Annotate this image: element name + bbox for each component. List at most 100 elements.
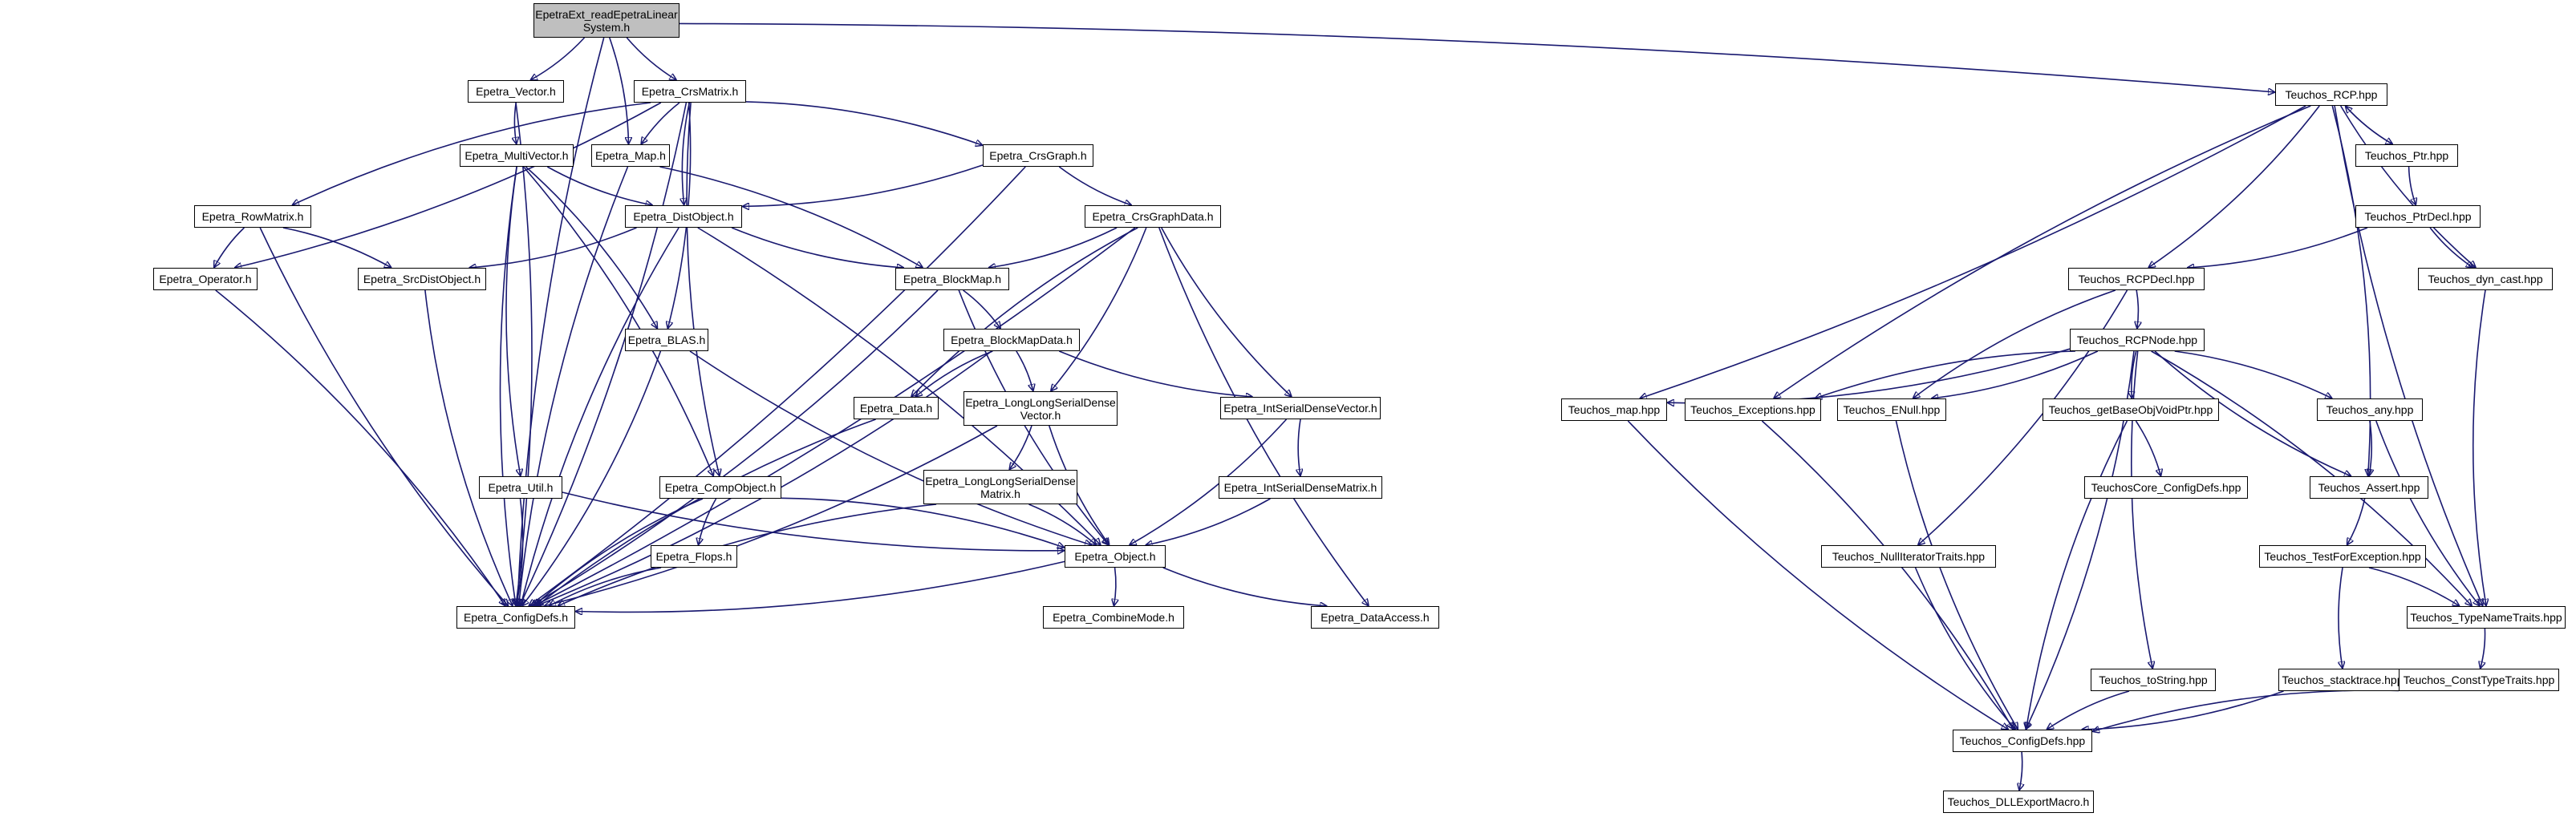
edge-map-to-blockmap — [659, 166, 923, 268]
node-epetra-isd-matrix[interactable]: Epetra_IntSerialDenseMatrix.h — [1219, 476, 1382, 499]
edge-map-to-configdefs — [519, 166, 629, 606]
node-teuchos-enull[interactable]: Teuchos_ENull.hpp — [1837, 398, 1946, 421]
node-teuchos-exceptions[interactable]: Teuchos_Exceptions.hpp — [1685, 398, 1821, 421]
node-epetra-crsmatrix[interactable]: Epetra_CrsMatrix.h — [634, 80, 746, 103]
node-epetra-object[interactable]: Epetra_Object.h — [1065, 545, 1166, 568]
node-epetra-multivector[interactable]: Epetra_MultiVector.h — [460, 144, 574, 167]
node-epetra-configdefs[interactable]: Epetra_ConfigDefs.h — [456, 606, 575, 629]
edge-object-to-dataaccess — [1162, 567, 1328, 606]
node-teuchos-tostring[interactable]: Teuchos_toString.hpp — [2091, 669, 2216, 691]
node-teuchos-ptr[interactable]: Teuchos_Ptr.hpp — [2355, 144, 2458, 167]
node-teuchos-rcpdecl[interactable]: Teuchos_RCPDecl.hpp — [2068, 268, 2205, 290]
edge-blockmap-to-configdefs — [530, 289, 939, 606]
edge-getbase-to-coreconfig — [2135, 420, 2160, 476]
node-teuchos-typenametraits[interactable]: Teuchos_TypeNameTraits.hpp — [2407, 606, 2566, 629]
node-epetra-combinemode[interactable]: Epetra_CombineMode.h — [1043, 606, 1184, 629]
edge-crsmatrix-to-crsgraph — [745, 101, 983, 145]
edge-llsdvector-to-configdefs — [544, 425, 998, 606]
edge-object-to-combinemode — [1114, 567, 1116, 606]
edge-root-to-vector — [530, 37, 586, 80]
edge-object-to-configdefs — [575, 560, 1065, 612]
edge-crsmatrix-to-rowmatrix — [292, 102, 651, 205]
edge-rcpnode-to-tmap — [1667, 348, 2071, 402]
edge-ptr-to-ptrdecl — [2408, 166, 2416, 205]
node-epetra-blas[interactable]: Epetra_BLAS.h — [625, 329, 708, 351]
edge-crsgraphdata-to-dataaccess — [1158, 227, 1369, 606]
node-epetra-map[interactable]: Epetra_Map.h — [591, 144, 670, 167]
node-epetra-srcdistobject[interactable]: Epetra_SrcDistObject.h — [358, 268, 486, 290]
node-epetra-compobject[interactable]: Epetra_CompObject.h — [659, 476, 781, 499]
edge-crsmatrix-to-operator — [234, 102, 662, 268]
node-epetra-vector[interactable]: Epetra_Vector.h — [468, 80, 564, 103]
edge-enull-to-tconfigdefs — [1895, 420, 2018, 730]
edge-llsdmatrix-to-configdefs — [558, 504, 937, 606]
node-epetra-rowmatrix[interactable]: Epetra_RowMatrix.h — [194, 205, 311, 228]
edge-crsmatrix-to-map — [641, 102, 680, 144]
node-teuchoscore-configdefs[interactable]: TeuchosCore_ConfigDefs.hpp — [2084, 476, 2248, 499]
edge-blockmapdata-to-data — [915, 350, 993, 397]
edge-util-to-configdefs — [517, 498, 524, 606]
node-teuchos-nulliteratortraits[interactable]: Teuchos_NullIteratorTraits.hpp — [1821, 545, 1996, 568]
edge-rcp-to-tmap — [1640, 105, 2306, 398]
node-teuchos-dyn-cast[interactable]: Teuchos_dyn_cast.hpp — [2418, 268, 2553, 290]
node-epetra-blockmapdata[interactable]: Epetra_BlockMapData.h — [943, 329, 1080, 351]
edge-root-to-crsmatrix — [626, 37, 676, 80]
edge-crsmatrix-to-distobject — [682, 102, 691, 205]
edge-rowmatrix-to-srcdistobject — [282, 227, 391, 268]
edge-vector-to-configdefs — [516, 102, 533, 606]
node-teuchos-dllexportmacro[interactable]: Teuchos_DLLExportMacro.h — [1943, 791, 2094, 813]
node-epetra-crsgraphdata[interactable]: Epetra_CrsGraphData.h — [1085, 205, 1221, 228]
edge-flops-to-configdefs — [549, 567, 662, 606]
node-epetra-llsd-vector[interactable]: Epetra_LongLongSerialDense Vector.h — [963, 391, 1118, 426]
edge-dyncast-to-typename — [2472, 289, 2486, 606]
edge-assert-to-testforexc — [2347, 498, 2366, 545]
edge-blas-to-object — [689, 350, 1092, 545]
node-teuchos-ptrdecl[interactable]: Teuchos_PtrDecl.hpp — [2355, 205, 2481, 228]
edge-llsdvector-to-llsdmatrix — [1009, 425, 1032, 470]
edge-compobject-to-flops — [698, 498, 717, 545]
node-teuchos-rcp[interactable]: Teuchos_RCP.hpp — [2275, 83, 2387, 106]
edge-multivector-to-compobject — [522, 166, 714, 476]
node-teuchos-map[interactable]: Teuchos_map.hpp — [1561, 398, 1667, 421]
edge-crsgraphdata-to-llsdvector — [1051, 227, 1147, 391]
edge-crsgraphdata-to-isdvector — [1161, 227, 1292, 397]
node-epetra-crsgraph[interactable]: Epetra_CrsGraph.h — [983, 144, 1093, 167]
node-teuchos-assert[interactable]: Teuchos_Assert.hpp — [2310, 476, 2428, 499]
edge-crsgraph-to-configdefs — [529, 166, 1026, 606]
node-epetra-blockmap[interactable]: Epetra_BlockMap.h — [895, 268, 1009, 290]
edge-multivector-to-util — [505, 166, 521, 476]
edge-llsdmatrix-to-object — [1028, 504, 1097, 545]
node-epetra-llsd-matrix[interactable]: Epetra_LongLongSerialDense Matrix.h — [923, 470, 1077, 504]
node-teuchos-consttypetraits[interactable]: Teuchos_ConstTypeTraits.hpp — [2399, 669, 2559, 691]
edge-operator-to-configdefs — [215, 289, 505, 606]
edge-compobject-to-object — [781, 497, 1065, 548]
node-epetra-operator[interactable]: Epetra_Operator.h — [153, 268, 258, 290]
edge-vector-to-multivector — [514, 102, 516, 144]
node-teuchos-stacktrace[interactable]: Teuchos_stacktrace.hpp — [2278, 669, 2407, 691]
edge-crsgraphdata-to-blockmap — [988, 227, 1118, 268]
node-epetra-dataaccess[interactable]: Epetra_DataAccess.h — [1311, 606, 1439, 629]
node-teuchos-any[interactable]: Teuchos_any.hpp — [2317, 398, 2423, 421]
edge-crsgraphdata-to-data — [911, 227, 1138, 397]
node-epetra-data[interactable]: Epetra_Data.h — [854, 397, 939, 419]
edge-rcpnode-to-exceptions — [1815, 350, 2075, 398]
edge-rcp-to-exceptions — [1774, 105, 2311, 398]
edge-getbase-to-tconfigdefs — [2026, 420, 2128, 730]
edge-testforexc-to-stacktrace — [2339, 567, 2343, 669]
node-epetra-flops[interactable]: Epetra_Flops.h — [651, 545, 737, 568]
node-teuchos-getbaseobjvoidptr[interactable]: Teuchos_getBaseObjVoidPtr.hpp — [2043, 398, 2219, 421]
node-epetra-isd-vector[interactable]: Epetra_IntSerialDenseVector.h — [1220, 397, 1381, 419]
edge-typename-to-consttype — [2481, 628, 2485, 669]
edge-distobject-to-configdefs — [521, 227, 679, 606]
node-teuchos-rcpnode[interactable]: Teuchos_RCPNode.hpp — [2070, 329, 2205, 351]
edge-blockmapdata-to-llsdvector — [1016, 350, 1033, 391]
node-epetra-distobject[interactable]: Epetra_DistObject.h — [625, 205, 742, 228]
node-teuchos-testforexception[interactable]: Teuchos_TestForException.hpp — [2259, 545, 2426, 568]
edge-isdvector-to-isdmatrix — [1298, 419, 1300, 476]
edge-rcpnode-to-getbase — [2132, 350, 2137, 398]
node-epetra-util[interactable]: Epetra_Util.h — [479, 476, 562, 499]
node-teuchos-configdefs[interactable]: Teuchos_ConfigDefs.hpp — [1953, 730, 2092, 752]
edge-root-to-map — [609, 37, 629, 144]
edge-multivector-to-blas — [525, 166, 657, 329]
node-root: EpetraExt_readEpetraLinear System.h — [533, 3, 679, 38]
